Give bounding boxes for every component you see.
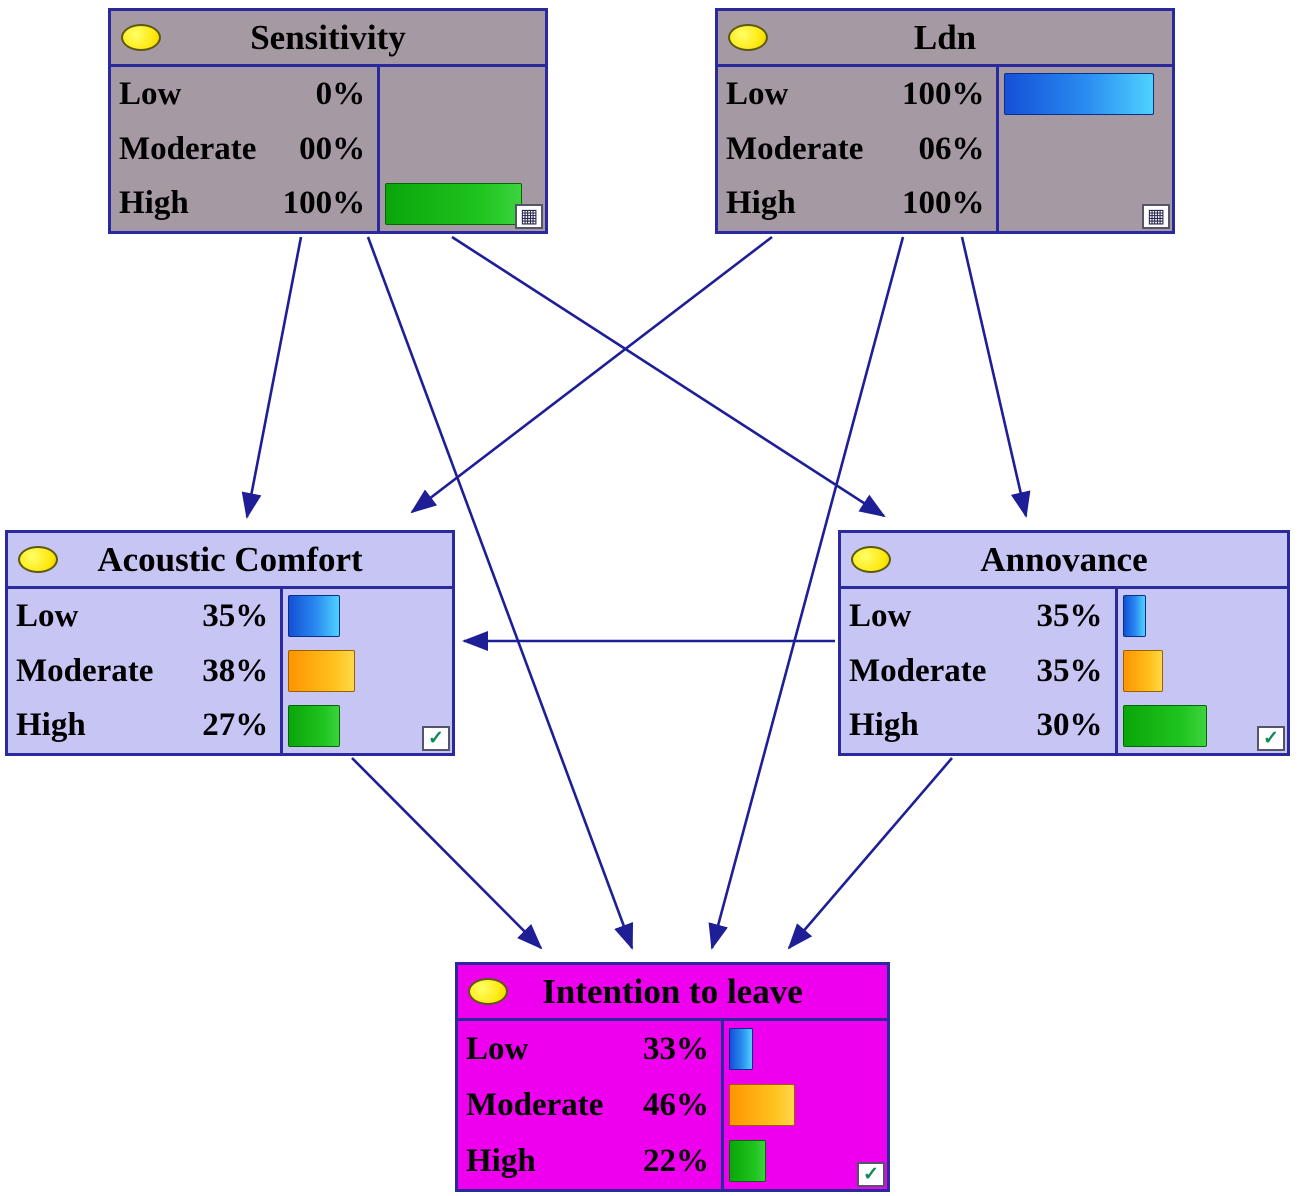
state-probability: 30% bbox=[1036, 707, 1103, 744]
node-acoustic-comfort[interactable]: Acoustic Comfort Low 35% Moderate 38% Hi… bbox=[5, 530, 455, 756]
belief-bar bbox=[728, 1140, 767, 1182]
state-row: High 30% bbox=[841, 698, 1115, 753]
states-column: Low 35% Moderate 38% High 27% bbox=[8, 589, 284, 753]
state-label: Low bbox=[726, 75, 789, 112]
state-probability: 00% bbox=[299, 130, 366, 167]
node-cloud-icon bbox=[851, 546, 891, 573]
node-corner-icon[interactable] bbox=[422, 726, 450, 751]
node-title: Annovance bbox=[980, 539, 1148, 579]
node-corner-icon[interactable] bbox=[1142, 204, 1170, 229]
state-probability: 35% bbox=[202, 597, 269, 634]
belief-bar bbox=[288, 650, 356, 692]
belief-bar bbox=[728, 1084, 795, 1126]
belief-bar bbox=[1122, 650, 1164, 692]
state-row: Low 35% bbox=[8, 589, 280, 644]
node-corner-icon[interactable] bbox=[515, 204, 543, 229]
edge-sensitivity-to-intention bbox=[366, 236, 634, 950]
state-probability: 22% bbox=[642, 1142, 709, 1179]
state-label: Low bbox=[849, 597, 912, 634]
state-probability: 06% bbox=[918, 130, 985, 167]
node-cloud-icon bbox=[121, 24, 161, 51]
node-annoyance[interactable]: Annovance Low 35% Moderate 35% High 30% bbox=[838, 530, 1290, 756]
edge-acoustic-comfort-to-intention bbox=[351, 757, 543, 950]
belief-bars-column bbox=[999, 67, 1172, 231]
belief-bars-column bbox=[283, 589, 452, 753]
state-row: Low 100% bbox=[718, 67, 996, 122]
belief-bar bbox=[385, 182, 522, 225]
state-row: High 22% bbox=[458, 1133, 721, 1189]
belief-bar bbox=[728, 1028, 753, 1070]
node-header: Intention to leave bbox=[458, 965, 887, 1021]
state-row: Low 0% bbox=[111, 67, 377, 122]
node-cloud-icon bbox=[728, 24, 768, 51]
belief-bar bbox=[288, 704, 340, 747]
edge-annoyance-to-intention bbox=[787, 757, 953, 950]
node-header: Annovance bbox=[841, 533, 1287, 589]
state-row: Moderate 38% bbox=[8, 644, 280, 699]
state-label: Moderate bbox=[119, 130, 257, 167]
node-title: Ldn bbox=[913, 17, 977, 57]
edge-ldn-to-annoyance bbox=[960, 236, 1031, 518]
node-ldn[interactable]: Ldn Low 100% Moderate 06% High 100% bbox=[715, 8, 1175, 234]
state-probability: 0% bbox=[315, 75, 366, 112]
states-column: Low 33% Moderate 46% High 22% bbox=[458, 1021, 724, 1189]
state-label: High bbox=[466, 1142, 536, 1179]
state-label: High bbox=[849, 707, 919, 744]
state-row: Low 35% bbox=[841, 589, 1115, 644]
edge-ldn-to-acoustic-comfort bbox=[410, 235, 773, 514]
state-label: High bbox=[726, 185, 796, 222]
state-probability: 100% bbox=[282, 185, 366, 222]
state-probability: 35% bbox=[1036, 597, 1103, 634]
state-label: Moderate bbox=[16, 652, 154, 689]
node-cloud-icon bbox=[18, 546, 58, 573]
belief-bar bbox=[1004, 73, 1155, 116]
states-column: Low 0% Moderate 00% High 100% bbox=[111, 67, 381, 231]
node-header: Acoustic Comfort bbox=[8, 533, 452, 589]
state-row: Moderate 46% bbox=[458, 1077, 721, 1133]
state-probability: 100% bbox=[901, 185, 985, 222]
state-probability: 100% bbox=[901, 75, 985, 112]
state-row: Low 33% bbox=[458, 1021, 721, 1077]
state-row: Moderate 00% bbox=[111, 122, 377, 177]
state-label: High bbox=[16, 707, 86, 744]
edge-sensitivity-to-acoustic-comfort bbox=[241, 236, 303, 519]
state-label: Low bbox=[466, 1030, 529, 1067]
node-title: Acoustic Comfort bbox=[97, 539, 363, 579]
state-label: Low bbox=[16, 597, 79, 634]
node-header: Sensitivity bbox=[111, 11, 545, 67]
state-label: Low bbox=[119, 75, 182, 112]
state-label: Moderate bbox=[466, 1086, 604, 1123]
state-label: Moderate bbox=[849, 652, 987, 689]
belief-bar bbox=[1122, 595, 1146, 638]
state-row: Moderate 35% bbox=[841, 644, 1115, 699]
belief-bars-column bbox=[724, 1021, 887, 1189]
state-row: High 27% bbox=[8, 698, 280, 753]
edge-ldn-to-intention bbox=[708, 236, 905, 950]
belief-bars-column bbox=[380, 67, 545, 231]
node-header: Ldn bbox=[718, 11, 1172, 67]
states-column: Low 35% Moderate 35% High 30% bbox=[841, 589, 1118, 753]
state-row: High 100% bbox=[718, 176, 996, 231]
node-cloud-icon bbox=[468, 978, 508, 1005]
node-corner-icon[interactable] bbox=[857, 1162, 885, 1187]
states-column: Low 100% Moderate 06% High 100% bbox=[718, 67, 1000, 231]
state-probability: 46% bbox=[642, 1086, 709, 1123]
belief-bar bbox=[1122, 704, 1208, 747]
node-title: Sensitivity bbox=[250, 17, 406, 57]
state-row: Moderate 06% bbox=[718, 122, 996, 177]
edge-sensitivity-to-annoyance bbox=[451, 235, 886, 518]
state-row: High 100% bbox=[111, 176, 377, 231]
state-label: High bbox=[119, 185, 189, 222]
state-probability: 35% bbox=[1036, 652, 1103, 689]
state-probability: 33% bbox=[642, 1030, 709, 1067]
node-title: Intention to leave bbox=[542, 971, 803, 1011]
state-probability: 38% bbox=[202, 652, 269, 689]
node-intention-to-leave[interactable]: Intention to leave Low 33% Moderate 46% … bbox=[455, 962, 890, 1192]
node-corner-icon[interactable] bbox=[1257, 726, 1285, 751]
belief-bar bbox=[288, 595, 340, 638]
node-sensitivity[interactable]: Sensitivity Low 0% Moderate 00% High 100… bbox=[108, 8, 548, 234]
state-probability: 27% bbox=[202, 707, 269, 744]
state-label: Moderate bbox=[726, 130, 864, 167]
belief-bars-column bbox=[1118, 589, 1287, 753]
